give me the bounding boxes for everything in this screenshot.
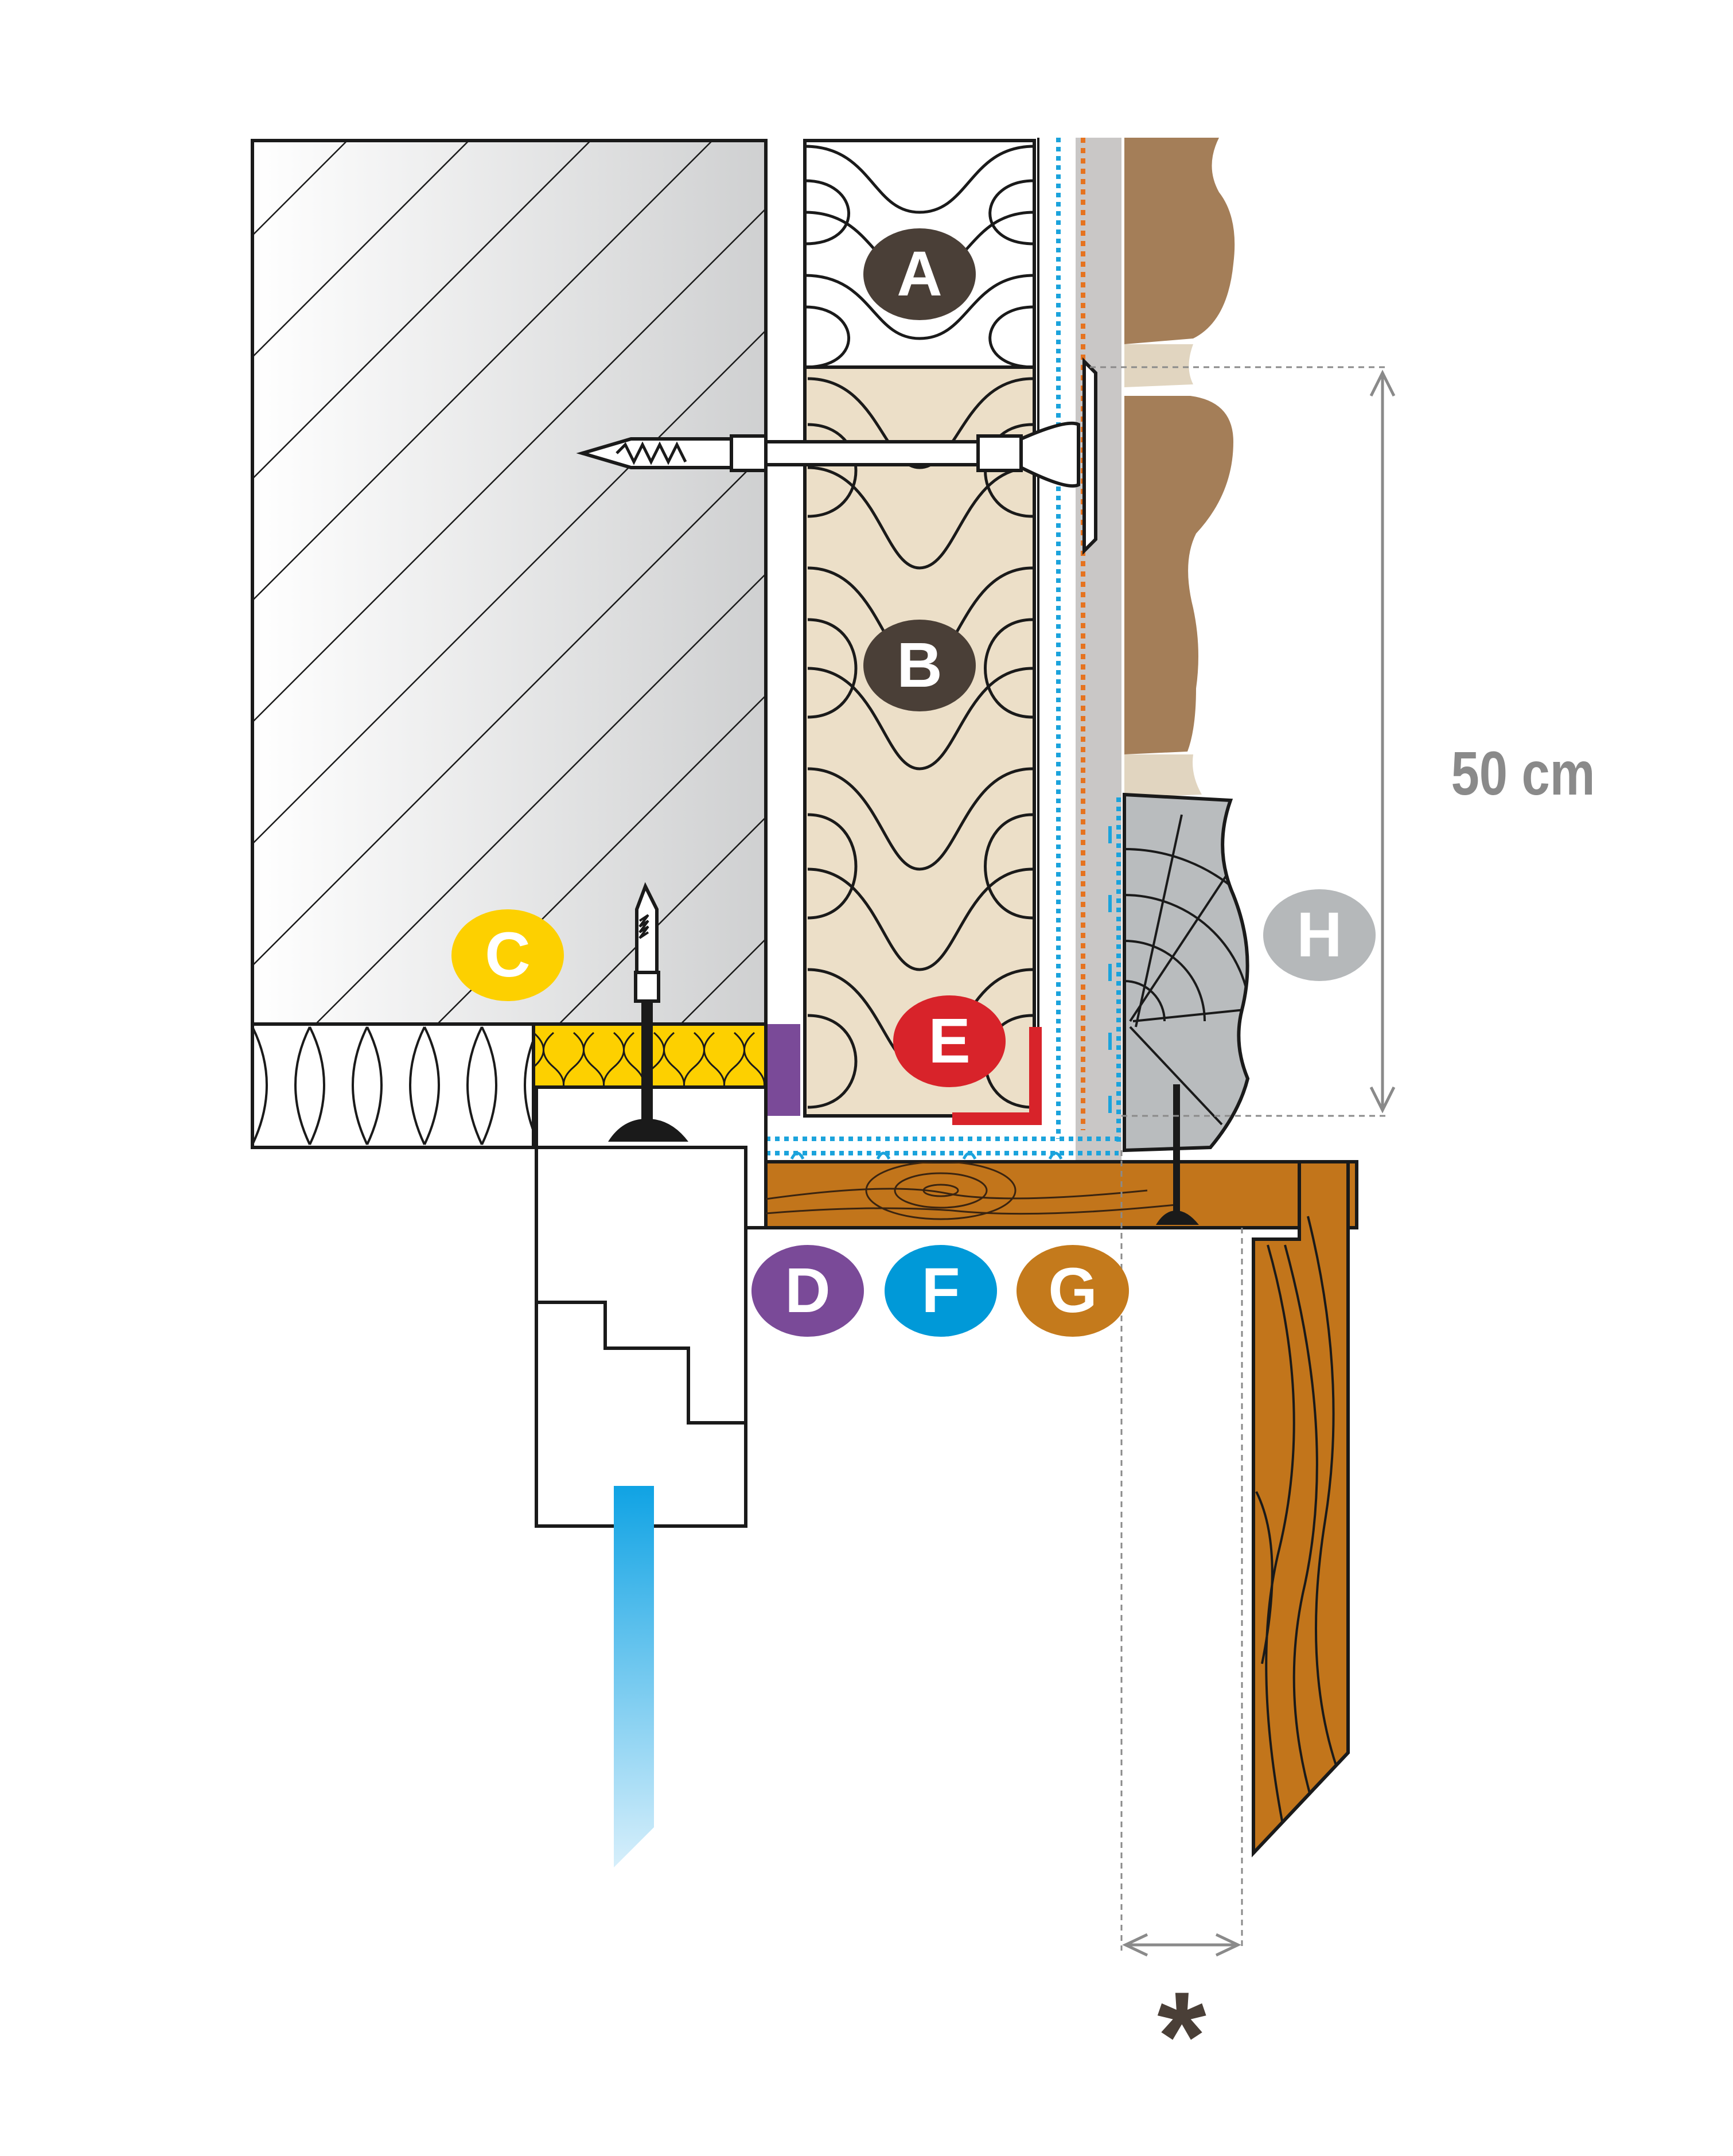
angle-bracket-e <box>952 1027 1042 1125</box>
label-a: A <box>863 228 976 320</box>
svg-text:G: G <box>1048 1255 1097 1326</box>
svg-text:D: D <box>785 1255 830 1326</box>
insulation-layer-b <box>803 365 1036 1118</box>
dimension-lines <box>1090 366 1396 1957</box>
timber-sill-g <box>764 1160 1358 1229</box>
svg-text:C: C <box>485 920 530 990</box>
membrane-layers <box>1037 138 1124 1162</box>
label-f: F <box>885 1245 997 1337</box>
sill-insulation-strip <box>251 1022 535 1149</box>
seal-strip-d <box>766 1024 800 1116</box>
svg-text:B: B <box>897 630 942 700</box>
frame-screw <box>608 882 688 1142</box>
svg-text:F: F <box>921 1255 960 1326</box>
timber-cladding-plank <box>1252 1160 1350 1858</box>
insulation-anchor <box>576 357 1097 555</box>
svg-text:E: E <box>928 1006 970 1076</box>
vapour-membrane <box>766 1137 1119 1160</box>
label-e: E <box>893 995 1006 1087</box>
label-g: G <box>1017 1245 1129 1337</box>
window-glass <box>614 1486 654 1867</box>
masonry-wall <box>251 139 768 1026</box>
window-frame <box>535 1085 768 1528</box>
stone-blocks <box>1124 138 1235 797</box>
asterisk-note: * <box>1157 1966 1206 2107</box>
label-c: C <box>451 909 564 1001</box>
svg-text:A: A <box>897 239 942 309</box>
dimension-height-label: 50 cm <box>1451 739 1595 808</box>
label-b: B <box>863 620 976 711</box>
label-h: H <box>1263 889 1376 981</box>
label-d: D <box>751 1245 864 1337</box>
svg-text:H: H <box>1296 900 1342 970</box>
stone-h <box>1123 792 1250 1153</box>
